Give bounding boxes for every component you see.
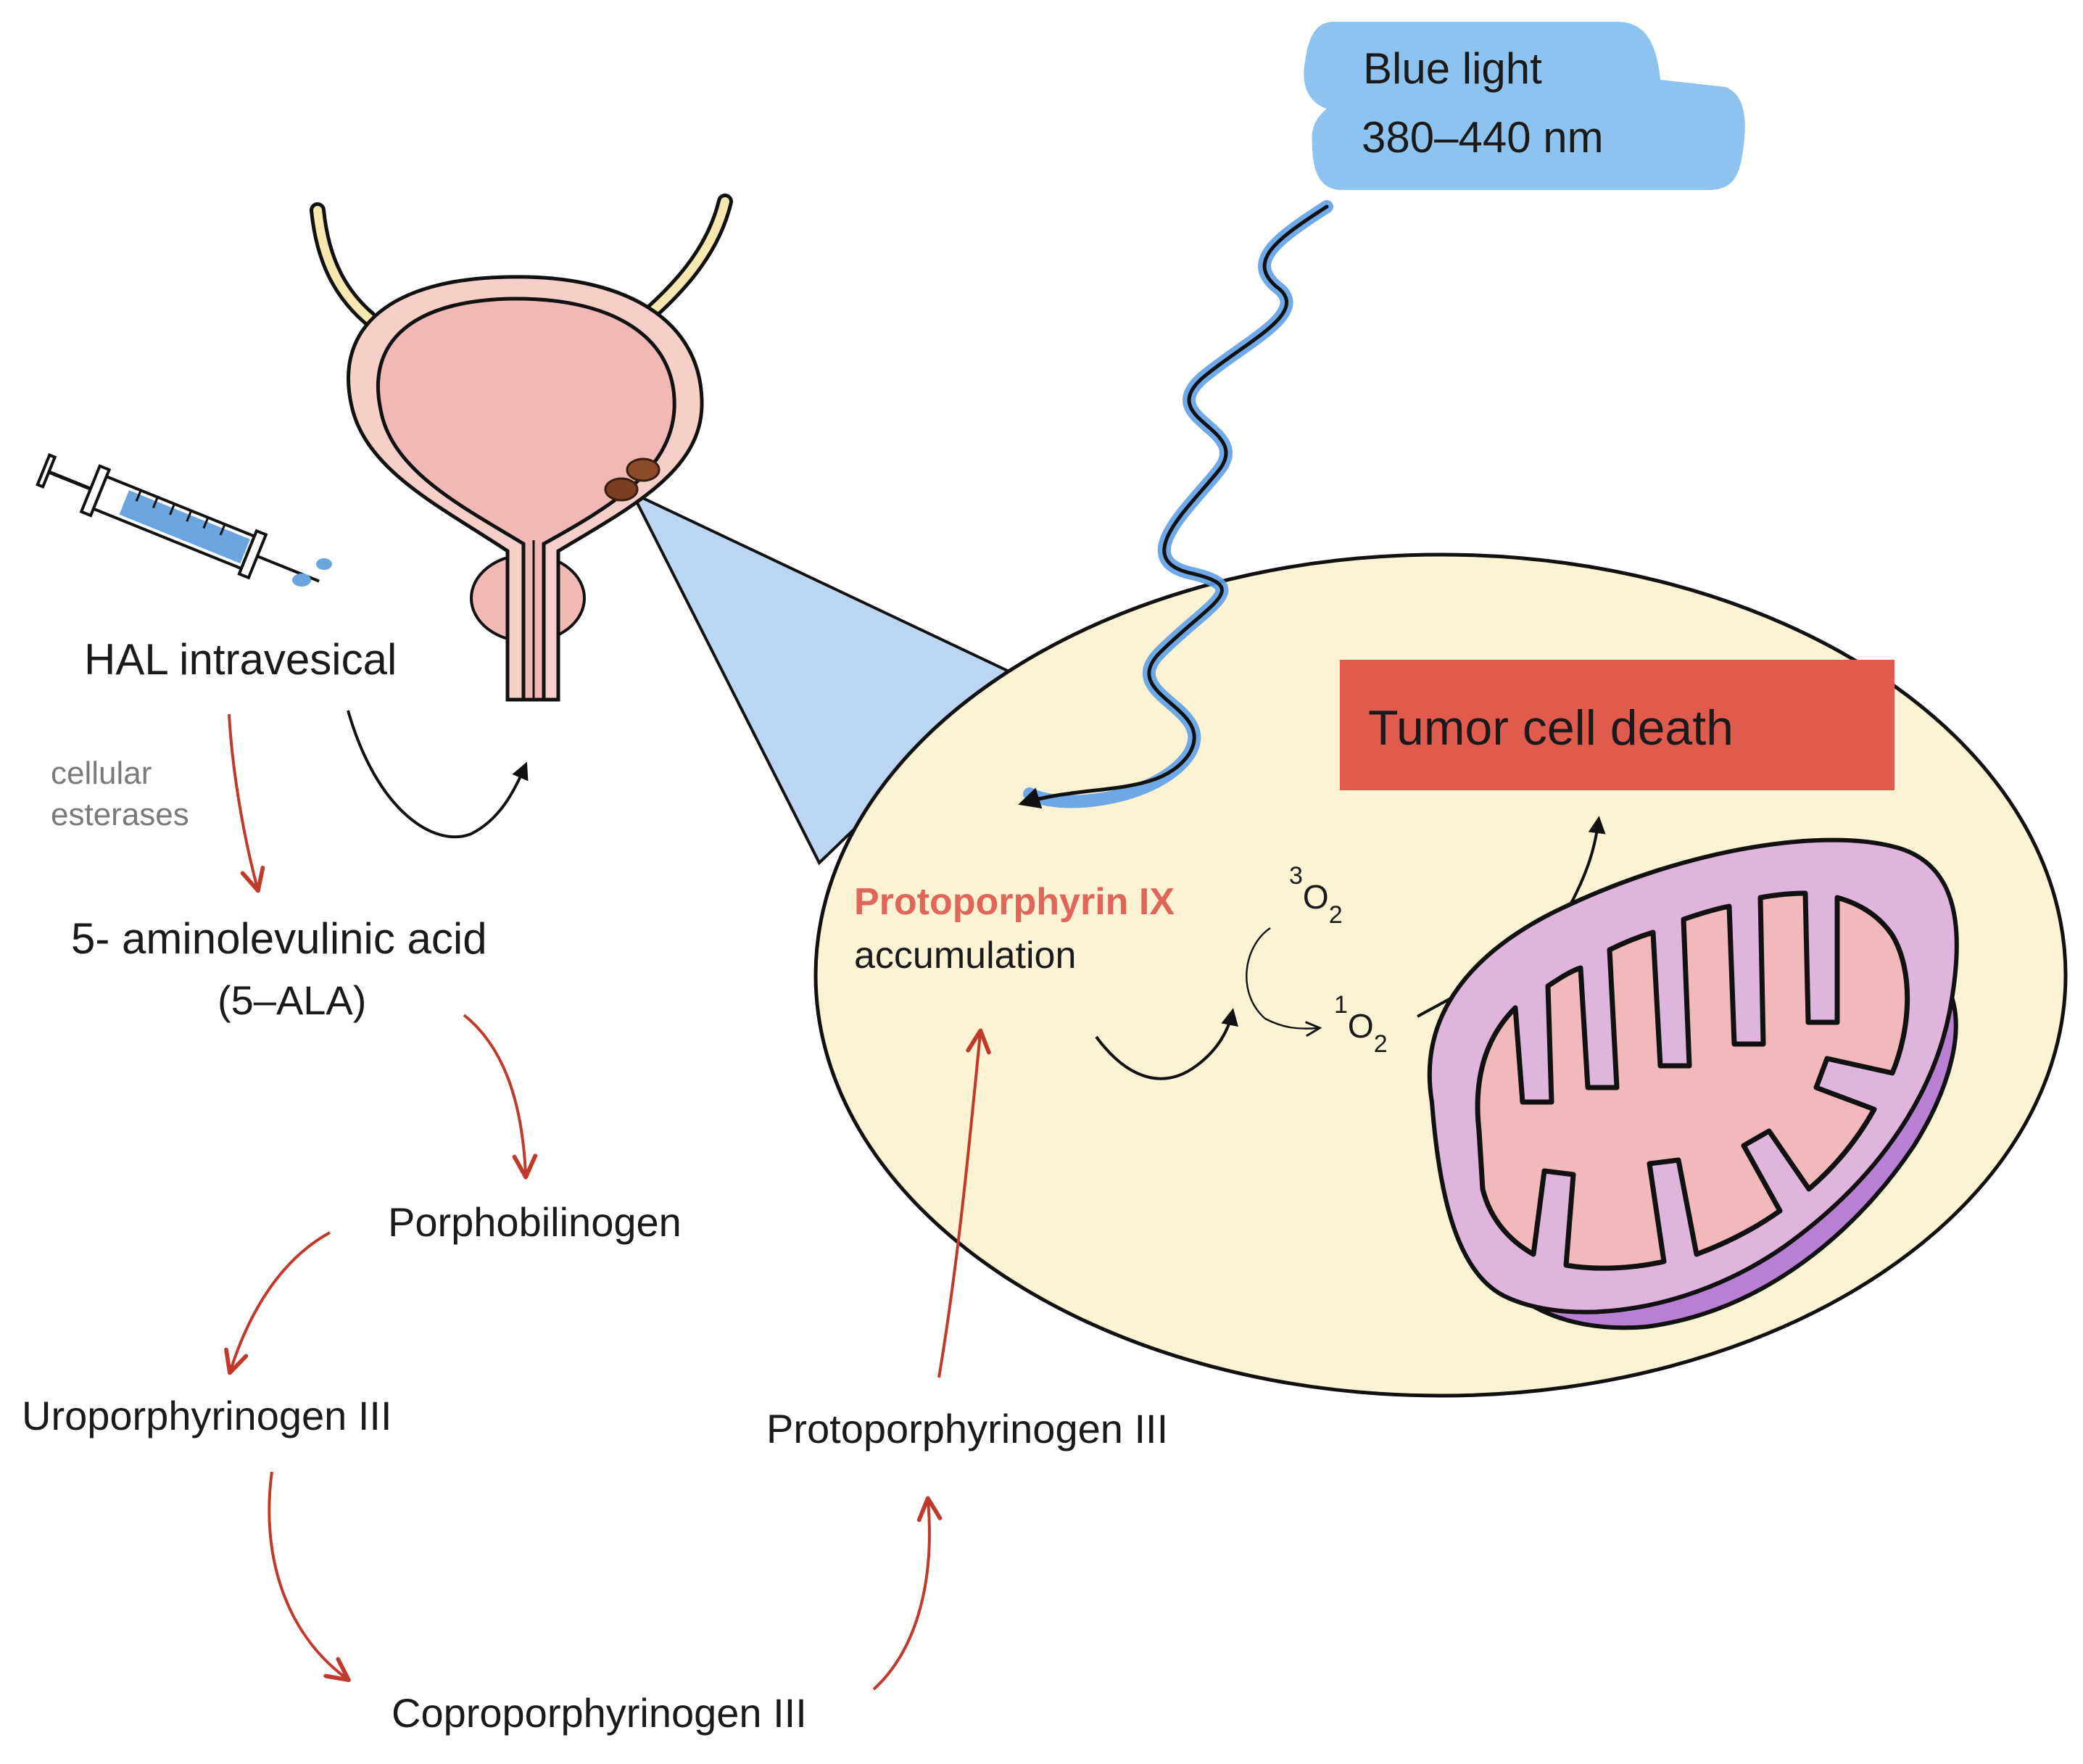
triplet-o: O <box>1302 878 1329 916</box>
singlet-o: O <box>1347 1007 1374 1045</box>
ppix-to-o2-arrow <box>1095 1008 1238 1080</box>
o2-conversion-arrow <box>1246 927 1318 1029</box>
ala-line-1: 5‐ aminolevulinic acid <box>71 914 487 963</box>
hal-label: HAL intravesical <box>84 635 397 684</box>
tumor-death-label: Tumor cell death <box>1368 700 1734 755</box>
pp9-sub: accumulation <box>854 935 1077 977</box>
tumor-death-box <box>1340 660 1894 790</box>
mitochondrion-illustration <box>1427 837 1959 1330</box>
triplet-sub: 2 <box>1328 901 1343 929</box>
protoporphyrinogen-label: Protoporphyrinogen III <box>766 1406 1169 1452</box>
coproporphyrinogen-label: Coproporphyrinogen III <box>392 1690 807 1736</box>
esterases-line-2: esterases <box>51 797 189 832</box>
drops <box>292 558 332 587</box>
singlet-oxygen: 1O2 <box>1334 991 1388 1056</box>
uroporphyrinogen-label: Uroporphyrinogen III <box>22 1393 392 1438</box>
light-wave-arrow <box>1018 204 1329 809</box>
singlet-sup: 1 <box>1334 991 1348 1019</box>
esterases-line-1: cellular <box>51 755 152 791</box>
ureters <box>310 194 733 333</box>
triplet-oxygen: 3O2 <box>1289 862 1343 927</box>
pp9-title: Protoporphyrin IX <box>854 881 1175 923</box>
hal-to-bladder-arrow <box>347 710 529 839</box>
singlet-sub: 2 <box>1373 1030 1388 1058</box>
cloud-line-2: 380–440 nm <box>1362 113 1604 162</box>
blue-light-cloud <box>1304 22 1745 190</box>
syringe-icon <box>36 452 320 583</box>
porphobilinogen-label: Porphobilinogen <box>388 1199 682 1245</box>
bladder-illustration <box>347 275 704 702</box>
ala-line-2: (5–ALA) <box>218 977 367 1023</box>
pathway-arrows <box>224 713 991 1691</box>
triplet-sup: 3 <box>1289 862 1303 890</box>
tumor-spot <box>604 457 660 502</box>
cloud-line-1: Blue light <box>1363 44 1542 93</box>
